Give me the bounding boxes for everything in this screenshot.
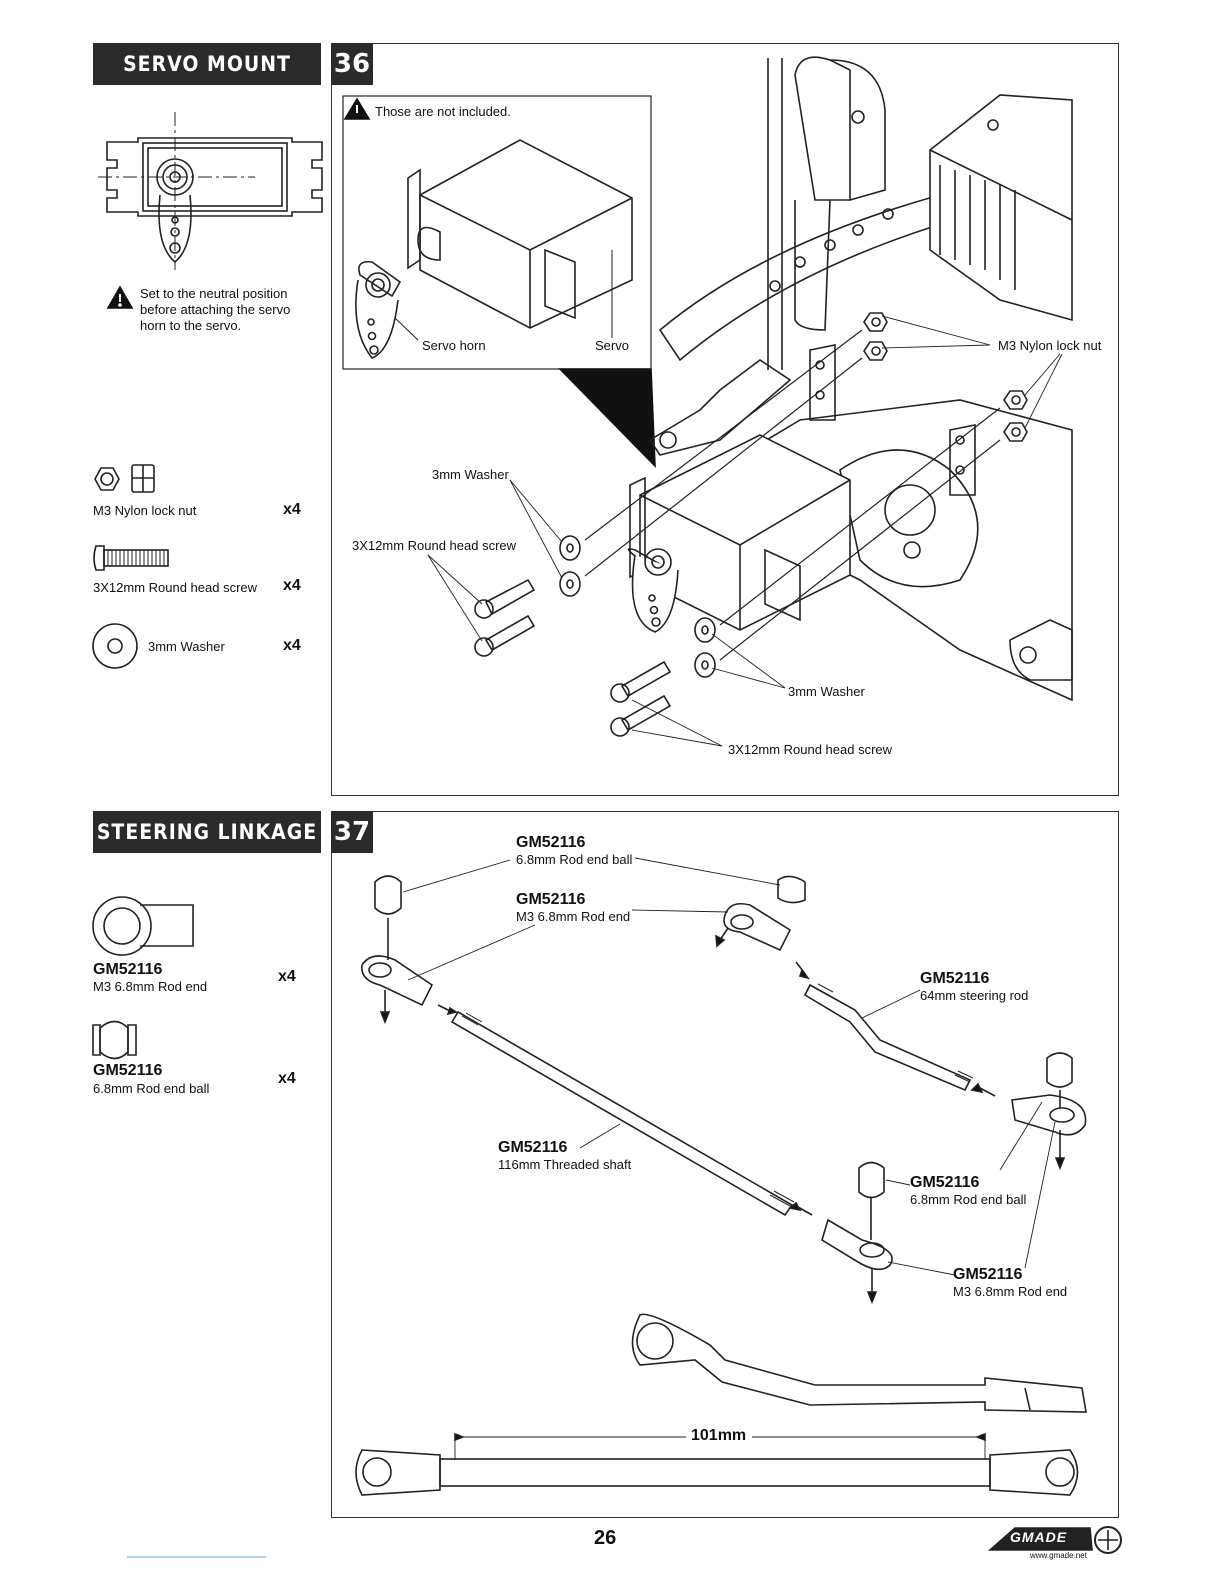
callout-ball-right-code: GM52116: [910, 1174, 980, 1191]
callout-screw-top: 3X12mm Round head screw: [352, 538, 517, 553]
part-name-screw: 3X12mm Round head screw: [93, 580, 258, 595]
callout-ball-top-code: GM52116: [516, 834, 586, 851]
inset-label-servo: Servo: [595, 338, 629, 353]
part-code-rod-end: GM52116: [93, 961, 163, 978]
page-number: 26: [594, 1527, 617, 1549]
inset-note: Those are not included.: [375, 104, 511, 119]
nylon-lock-nut-icon: [94, 464, 155, 493]
callout-rodend-right-name: M3 6.8mm Rod end: [953, 1284, 1068, 1299]
callout-washer-top: 3mm Washer: [432, 467, 509, 482]
part-qty-washer: x4: [283, 637, 301, 654]
neutral-note-line-2: before attaching the servo: [140, 302, 291, 317]
part-qty-rod-end: x4: [278, 968, 296, 985]
callout-shaft-name: 116mm Threaded shaft: [498, 1157, 632, 1172]
round-head-screw-icon: [93, 545, 169, 571]
warning-icon-inset: [343, 97, 371, 120]
part-qty-rod-end-ball: x4: [278, 1070, 296, 1087]
inset-label-servo-horn: Servo horn: [422, 338, 486, 353]
callout-washer-bottom: 3mm Washer: [788, 684, 865, 699]
step-37-panel: [331, 811, 1119, 1518]
neutral-note-line-3: horn to the servo.: [140, 318, 242, 333]
steering-linkage-drawing: [355, 857, 1087, 1496]
callout-steering-rod-name: 64mm steering rod: [920, 988, 1029, 1003]
callout-ball-right-name: 6.8mm Rod end ball: [910, 1192, 1027, 1207]
callout-rodend-right-code: GM52116: [953, 1266, 1023, 1283]
logo-text: GMADE: [1010, 1529, 1068, 1545]
lock-nut-parts: [863, 312, 1028, 442]
part-qty-screw: x4: [283, 577, 301, 594]
inset-box: [342, 95, 656, 469]
part-name-lock-nut: M3 Nylon lock nut: [93, 503, 197, 518]
washer-parts: [559, 535, 716, 678]
washer-icon: [92, 623, 138, 669]
servo-inset-drawing: [355, 139, 633, 359]
servo-top-view-icon: [98, 112, 323, 270]
warning-icon-neutral: [106, 285, 134, 309]
callout-lock-nut: M3 Nylon lock nut: [998, 338, 1102, 353]
part-name-washer: 3mm Washer: [148, 639, 225, 654]
part-name-rod-end: M3 6.8mm Rod end: [93, 979, 208, 994]
rod-end-ball-part-icon: [92, 1020, 137, 1060]
callout-steering-rod-code: GM52116: [920, 970, 990, 987]
part-name-rod-end-ball: 6.8mm Rod end ball: [93, 1081, 210, 1096]
gmade-logo-icon: [987, 1526, 1122, 1554]
screw-parts: [474, 578, 672, 737]
callout-shaft-code: GM52116: [498, 1139, 568, 1156]
section-title-servo-mount: SERVO MOUNT: [93, 43, 321, 85]
callout-ball-top-name: 6.8mm Rod end ball: [516, 852, 633, 867]
dimension-label: 101mm: [691, 1427, 747, 1444]
callout-rodend-top-name: M3 6.8mm Rod end: [516, 909, 631, 924]
logo-url: www.gmade.net: [1030, 1551, 1087, 1560]
step-badge-36: 36: [331, 43, 373, 85]
neutral-note-line-1: Set to the neutral position: [140, 286, 288, 301]
part-code-rod-end-ball: GM52116: [93, 1062, 163, 1079]
chassis-drawing: [427, 56, 1073, 747]
step-badge-37: 37: [331, 811, 373, 853]
section-title-steering-linkage: STEERING LINKAGE: [93, 811, 321, 853]
part-qty-lock-nut: x4: [283, 501, 301, 518]
callout-rodend-top-code: GM52116: [516, 891, 586, 908]
callout-screw-bottom: 3X12mm Round head screw: [728, 742, 893, 757]
rod-end-part-icon: [92, 896, 194, 956]
